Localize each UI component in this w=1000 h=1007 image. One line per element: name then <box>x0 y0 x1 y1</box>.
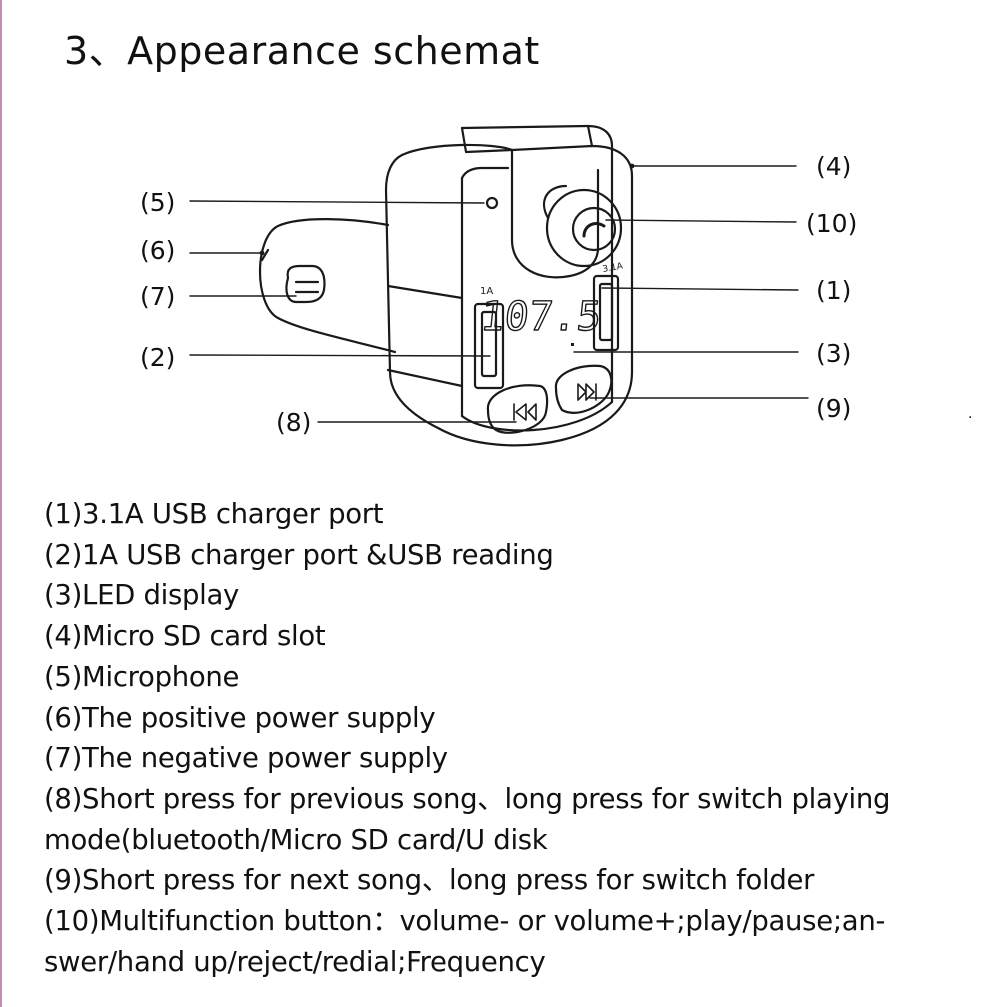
port-label-1a: 1A <box>480 286 493 297</box>
legend-item: (8)Short press for previous song、long pr… <box>44 782 891 815</box>
callout-6: (6) <box>140 236 175 265</box>
legend-item: (6)The positive power supply <box>44 701 436 734</box>
legend-item: (3)LED display <box>44 579 240 612</box>
previous-song-button[interactable] <box>486 384 549 434</box>
legend-item: (2)1A USB charger port &USB reading <box>44 538 554 571</box>
knob-arch <box>510 148 600 279</box>
leader-1 <box>601 287 799 291</box>
legend-list: (1)3.1A USB charger port (2)1A USB charg… <box>44 494 984 982</box>
callout-3: (3) <box>816 339 851 368</box>
port-label-3-1a: 3.1A <box>602 261 625 275</box>
legend-item: swer/hand up/reject/redial;Frequency <box>44 945 546 978</box>
device-diagram: 1A 3.1A 107.5 (4 <box>140 124 857 447</box>
legend-item: (1)3.1A USB charger port <box>44 498 384 530</box>
legend-item: mode(bluetooth/Micro SD card/U disk <box>44 823 548 856</box>
legend-item: (4)Micro SD card slot <box>44 620 326 653</box>
microphone-hole <box>485 196 499 210</box>
legend-item: (7)The negative power supply <box>44 742 448 775</box>
leader-lines <box>189 165 809 423</box>
callout-8: (8) <box>276 408 311 437</box>
leader-5 <box>189 200 485 204</box>
legend-item: (5)Microphone <box>44 660 240 693</box>
plug-barrel <box>258 218 397 354</box>
callout-4: (4) <box>816 152 851 181</box>
callout-10: (10) <box>806 209 857 238</box>
callout-1: (1) <box>816 276 851 305</box>
usb-port-1a: 1A <box>473 286 505 390</box>
page-title: 3、Appearance schemat <box>64 29 540 73</box>
callout-7: (7) <box>140 282 175 311</box>
callout-2: (2) <box>140 343 175 372</box>
leader-dots <box>259 163 635 256</box>
multifunction-button[interactable] <box>542 184 623 268</box>
leader-10 <box>605 219 797 223</box>
callout-5: (5) <box>140 188 175 217</box>
callout-9: (9) <box>816 394 851 423</box>
leader-2 <box>189 354 491 357</box>
stray-mark: . <box>968 406 973 422</box>
led-readout: 107.5 <box>478 294 603 340</box>
legend-item: (10)Multifunction button：volume- or volu… <box>44 905 886 938</box>
page-edge-accent-line <box>0 0 2 1007</box>
next-song-button[interactable] <box>554 364 613 414</box>
negative-contact <box>285 264 326 304</box>
usb-port-3-1a: 3.1A <box>592 261 625 352</box>
led-display: 107.5 <box>478 293 604 346</box>
micro-sd-slot <box>460 124 614 172</box>
legend-item: (9)Short press for next song、long press … <box>44 864 815 897</box>
